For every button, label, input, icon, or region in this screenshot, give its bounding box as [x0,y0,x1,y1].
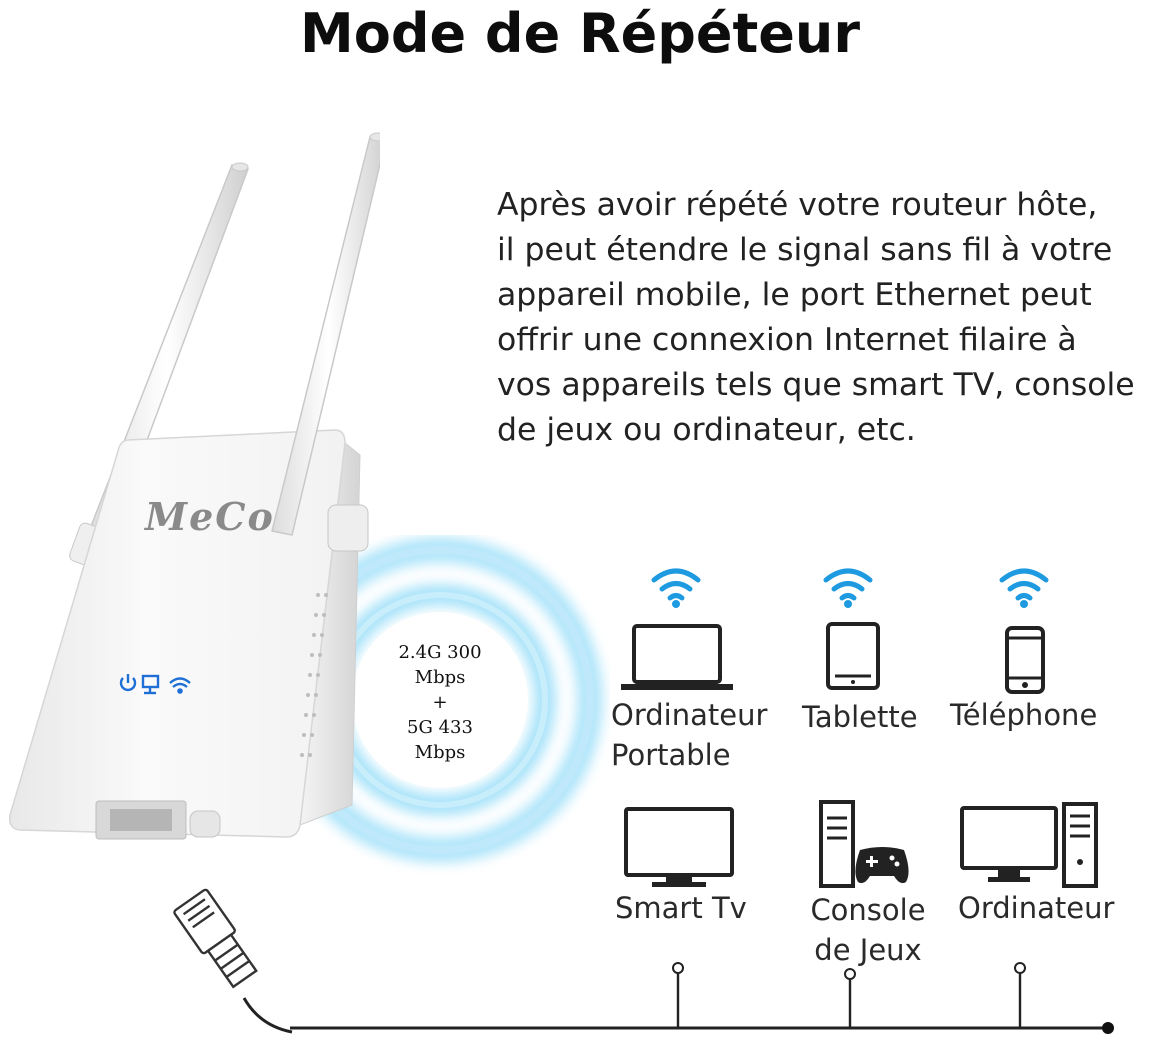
description-line: Après avoir répété votre routeur hôte, [497,187,1098,223]
wifi-icon [823,568,873,601]
speed-line: Mbps [414,667,466,688]
description-line: vos appareils tels que smart TV, console [497,367,1135,403]
wifi-repeater-device [8,132,380,840]
description-line: appareil mobile, le port Ethernet peut [497,277,1092,313]
device-label-phone: Téléphone [950,698,1098,732]
phone-icon [1005,626,1045,694]
device-label-tv: Smart Tv [615,891,747,925]
right-antenna [271,132,380,552]
speed-line: Mbps [414,742,466,763]
description: Après avoir répété votre routeur hôte, i… [497,183,1169,453]
speed-line: 2.4G 300 [398,642,482,663]
laptop-icon [621,624,733,690]
network-line [290,962,1114,1034]
reset-button [189,810,221,838]
description-line: il peut étendre le signal sans fil à vot… [497,232,1113,268]
page-title: Mode de Répéteur [300,2,860,65]
device-label-desktop: Ordinateur [958,891,1115,925]
power-icon [119,674,137,692]
speed-line: + [432,692,448,713]
speed-info: 2.4G 300 Mbps + 5G 433 Mbps [380,640,500,765]
wifi-icon [651,568,701,601]
description-line: de jeux ou ordinateur, etc. [497,412,916,448]
device-label-console: Console de Jeux [810,893,926,967]
game-console-icon [819,800,909,888]
brand-logo: MeCo [145,494,275,539]
wifi-icon [169,677,191,694]
ethernet-cable-icon [173,888,293,1034]
wifi-icon [999,568,1049,601]
speed-line: 5G 433 [407,717,473,738]
lan-icon [141,674,160,695]
tv-icon [624,807,734,887]
description-line: offrir une connexion Internet filaire à [497,322,1077,358]
wifi-symbols [651,568,1049,608]
device-label-tablet: Tablette [802,700,918,734]
desktop-computer-icon [960,802,1098,888]
device-label-laptop: Ordinateur Portable [611,698,768,772]
tablet-icon [826,622,880,690]
